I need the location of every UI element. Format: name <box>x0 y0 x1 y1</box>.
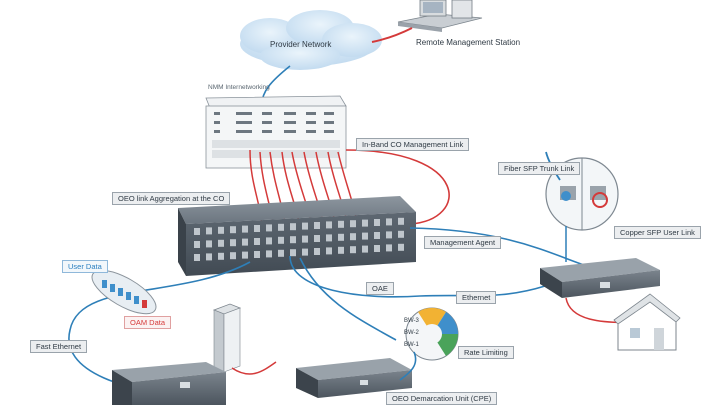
chassis-port <box>242 238 248 246</box>
chassis-port <box>314 222 320 229</box>
chassis-port <box>398 230 404 238</box>
remote-management-station-label: Remote Management Station <box>416 38 521 47</box>
chassis-port <box>302 248 308 256</box>
nmm-rack <box>205 95 347 169</box>
chassis-port <box>278 236 284 244</box>
inband-management-link-callout: In-Band CO Management Link <box>356 138 470 151</box>
rate-limiting-dial <box>405 307 459 361</box>
chassis-port <box>350 246 356 254</box>
chassis-port <box>266 237 272 245</box>
provider-network-cloud <box>240 10 382 70</box>
oae-callout: OAE <box>366 282 394 295</box>
chassis-port <box>230 239 236 247</box>
chassis-port <box>302 235 308 243</box>
fast-ethernet-callout: Fast Ethernet <box>30 340 88 353</box>
provider-network-label: Provider Network <box>270 40 332 49</box>
oam-data-callout: OAM Data <box>124 316 172 329</box>
chassis-port <box>326 247 332 255</box>
chassis-port <box>314 235 320 242</box>
chassis-port <box>230 226 236 234</box>
chassis-port <box>278 223 284 231</box>
chassis-port <box>290 236 296 244</box>
chassis-port <box>326 221 332 229</box>
chassis-port <box>374 245 380 252</box>
chassis-port <box>374 232 380 239</box>
demarcation-unit <box>296 358 412 398</box>
chassis-port <box>218 226 224 234</box>
chassis-port <box>374 219 380 226</box>
building-icon <box>212 303 242 373</box>
chassis-port <box>290 223 296 231</box>
ethernet-callout: Ethernet <box>456 291 497 304</box>
chassis-port <box>386 218 392 226</box>
cpe-right <box>540 258 660 298</box>
chassis-port <box>386 244 392 252</box>
nmm-internetworking-label: NMM Internetworking <box>208 84 270 91</box>
bw2-label: BW-2 <box>404 330 419 336</box>
chassis-port <box>242 225 248 233</box>
cpe-left <box>112 362 226 405</box>
oeo-demarcation-callout: OEO Demarcation Unit (CPE) <box>386 392 498 405</box>
fiber-sfp-trunk-callout: Fiber SFP Trunk Link <box>498 162 581 175</box>
chassis-port <box>338 246 344 254</box>
chassis-port <box>338 233 344 241</box>
data-tube-zoom <box>91 269 157 315</box>
chassis-port <box>194 228 200 235</box>
co-chassis <box>178 196 416 276</box>
chassis-port <box>398 243 404 251</box>
chassis-port <box>326 234 332 242</box>
chassis-port <box>206 253 212 261</box>
chassis-port <box>350 220 356 228</box>
chassis-port <box>218 239 224 247</box>
chassis-port <box>254 238 260 245</box>
copper-sfp-user-callout: Copper SFP User Link <box>614 226 701 239</box>
chassis-port <box>362 219 368 227</box>
chassis-port <box>338 220 344 228</box>
chassis-port <box>206 227 212 235</box>
chassis-port <box>362 245 368 253</box>
chassis-port <box>398 217 404 225</box>
chassis-port <box>194 241 200 248</box>
chassis-port <box>242 251 248 259</box>
chassis-port <box>386 231 392 239</box>
chassis-port <box>266 250 272 258</box>
chassis-port <box>266 224 272 232</box>
chassis-port <box>206 240 212 248</box>
chassis-port <box>194 254 200 261</box>
chassis-port <box>218 252 224 260</box>
user-data-callout: User Data <box>62 260 108 273</box>
chassis-port <box>302 222 308 230</box>
remote-workstation-icon <box>397 0 483 32</box>
oeo-link-aggregation-callout: OEO link Aggregation at the CO <box>112 192 231 205</box>
chassis-port <box>254 225 260 232</box>
chassis-port <box>290 249 296 257</box>
rate-limiting-callout: Rate Limiting <box>458 346 514 359</box>
chassis-port <box>362 232 368 240</box>
chassis-port <box>278 249 284 257</box>
chassis-port <box>230 252 236 260</box>
bw1-label: BW-1 <box>404 342 419 348</box>
chassis-port <box>350 233 356 241</box>
house-icon <box>613 293 681 351</box>
bw3-label: BW-3 <box>404 318 419 324</box>
chassis-port <box>254 251 260 258</box>
management-agent-callout: Management Agent <box>424 236 502 249</box>
chassis-port <box>314 248 320 255</box>
